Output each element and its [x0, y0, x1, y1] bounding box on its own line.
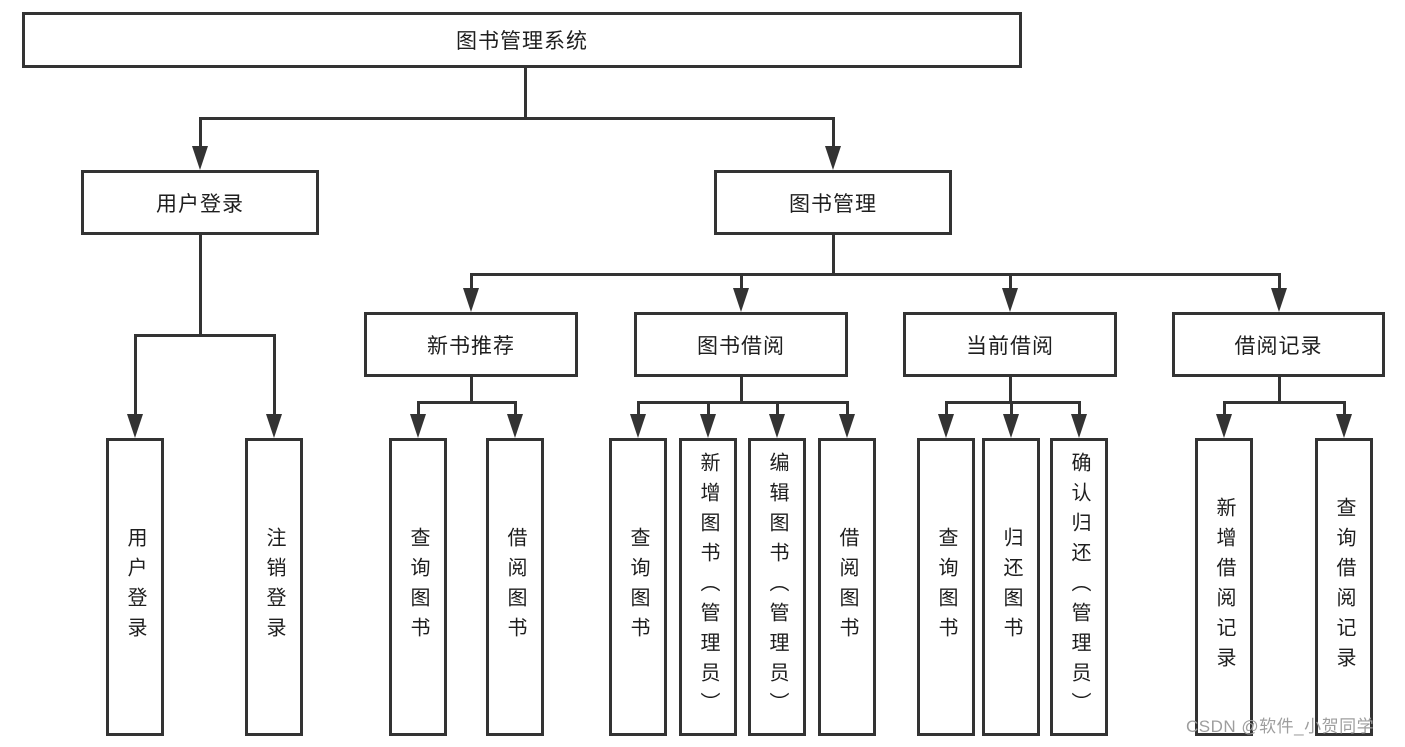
leaf-label: 确认归还（管理员） — [1068, 452, 1090, 722]
node-current-borrow-label: 当前借阅 — [966, 334, 1054, 358]
leaf-borrow-book-recommend: 借阅图书 — [486, 438, 544, 736]
leaf-label: 查询图书 — [627, 527, 649, 647]
arrow-down-icon — [507, 414, 523, 438]
node-borrow-record: 借阅记录 — [1172, 312, 1385, 377]
leaf-confirm-return-admin: 确认归还（管理员） — [1050, 438, 1108, 736]
leaf-label: 注销登录 — [263, 527, 285, 647]
arrow-down-icon — [410, 414, 426, 438]
connector-line — [1277, 273, 1281, 291]
connector-line — [1277, 377, 1281, 404]
connector-line — [636, 401, 640, 420]
leaf-query-book-recommend: 查询图书 — [389, 438, 447, 736]
connector-line — [469, 273, 1281, 276]
leaf-add-borrow-record: 新增借阅记录 — [1195, 438, 1253, 736]
node-root: 图书管理系统 — [22, 12, 1022, 68]
leaf-query-book-current: 查询图书 — [917, 438, 975, 736]
node-current-borrow: 当前借阅 — [903, 312, 1117, 377]
leaf-label: 借阅图书 — [836, 527, 858, 647]
leaf-query-book-borrow: 查询图书 — [609, 438, 667, 736]
node-book-borrow: 图书借阅 — [634, 312, 848, 377]
leaf-edit-book-admin: 编辑图书（管理员） — [748, 438, 806, 736]
leaf-label: 归还图书 — [1000, 527, 1022, 647]
leaf-query-borrow-record: 查询借阅记录 — [1315, 438, 1373, 736]
leaf-add-book-admin: 新增图书（管理员） — [679, 438, 737, 736]
connector-line — [739, 273, 743, 291]
arrow-down-icon — [769, 414, 785, 438]
node-book-borrow-label: 图书借阅 — [697, 334, 785, 358]
arrow-down-icon — [192, 146, 208, 170]
connector-line — [416, 401, 517, 404]
csdn-watermark: CSDN @软件_小贺同学 — [1186, 717, 1375, 736]
leaf-user-login: 用户登录 — [106, 438, 164, 736]
arrow-down-icon — [463, 288, 479, 312]
connector-line — [198, 117, 835, 120]
arrow-down-icon — [733, 288, 749, 312]
connector-line — [469, 377, 473, 404]
connector-line — [739, 377, 743, 404]
connector-line — [1008, 273, 1012, 291]
connector-line — [775, 401, 779, 420]
arrow-down-icon — [1336, 414, 1352, 438]
leaf-label: 查询图书 — [407, 527, 429, 647]
node-book-management: 图书管理 — [714, 170, 952, 235]
arrow-down-icon — [839, 414, 855, 438]
connector-line — [1008, 377, 1012, 404]
arrow-down-icon — [1002, 288, 1018, 312]
leaf-logout: 注销登录 — [245, 438, 303, 736]
connector-line — [1222, 401, 1346, 404]
connector-line — [198, 235, 202, 337]
leaf-label: 查询借阅记录 — [1333, 497, 1355, 677]
arrow-down-icon — [1271, 288, 1287, 312]
connector-line — [845, 401, 849, 420]
connector-line — [513, 401, 517, 420]
connector-line — [133, 334, 137, 416]
arrow-down-icon — [700, 414, 716, 438]
connector-line — [636, 401, 849, 404]
leaf-label: 新增借阅记录 — [1213, 497, 1235, 677]
connector-line — [944, 401, 1081, 404]
node-new-book-recommend-label: 新书推荐 — [427, 334, 515, 358]
arrow-down-icon — [266, 414, 282, 438]
arrow-down-icon — [127, 414, 143, 438]
connector-line — [1077, 401, 1081, 420]
leaf-label: 编辑图书（管理员） — [766, 452, 788, 722]
connector-line — [1342, 401, 1346, 420]
leaf-label: 查询图书 — [935, 527, 957, 647]
node-user-login-label: 用户登录 — [156, 192, 244, 216]
node-user-login: 用户登录 — [81, 170, 319, 235]
arrow-down-icon — [1216, 414, 1232, 438]
leaf-borrow-book: 借阅图书 — [818, 438, 876, 736]
connector-line — [944, 401, 948, 420]
connector-line — [831, 235, 835, 276]
connector-line — [272, 334, 276, 416]
leaf-label: 借阅图书 — [504, 527, 526, 647]
leaf-label: 用户登录 — [124, 527, 146, 647]
node-book-management-label: 图书管理 — [789, 192, 877, 216]
connector-line — [198, 117, 202, 149]
arrow-down-icon — [938, 414, 954, 438]
arrow-down-icon — [1003, 414, 1019, 438]
leaf-return-book: 归还图书 — [982, 438, 1040, 736]
connector-line — [706, 401, 710, 420]
connector-line — [1009, 401, 1013, 420]
leaf-label: 新增图书（管理员） — [697, 452, 719, 722]
connector-line — [416, 401, 420, 420]
arrow-down-icon — [1071, 414, 1087, 438]
arrow-down-icon — [825, 146, 841, 170]
connector-line — [831, 117, 835, 149]
node-borrow-record-label: 借阅记录 — [1234, 334, 1323, 358]
arrow-down-icon — [630, 414, 646, 438]
connector-line — [1222, 401, 1226, 420]
connector-line — [133, 334, 276, 337]
node-root-label: 图书管理系统 — [456, 30, 588, 53]
node-new-book-recommend: 新书推荐 — [364, 312, 578, 377]
connector-line — [469, 273, 473, 291]
connector-line — [523, 68, 527, 120]
